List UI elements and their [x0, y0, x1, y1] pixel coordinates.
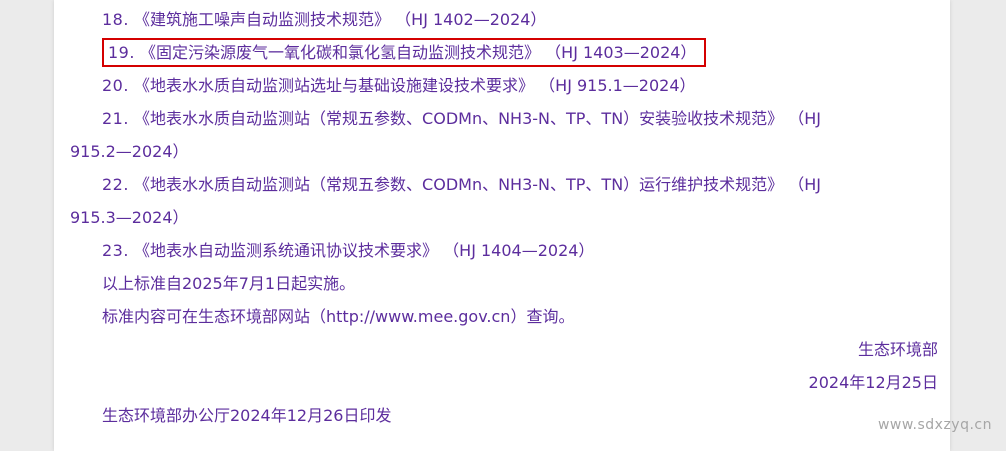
- item-title: 《地表水水质自动监测站（常规五参数、CODMn、NH3-N、TP、TN）运行维护…: [134, 175, 784, 194]
- item-code: （HJ 1404—2024）: [443, 241, 595, 260]
- item-number: 19.: [108, 43, 135, 62]
- item-number: 23.: [102, 241, 129, 260]
- list-item-18: 18. 《建筑施工噪声自动监测技术规范》 （HJ 1402—2024）: [70, 3, 938, 36]
- item-number: 20.: [102, 76, 129, 95]
- list-item-20: 20. 《地表水水质自动监测站选址与基础设施建设技术要求》 （HJ 915.1—…: [70, 69, 938, 102]
- item-code: （HJ 915.1—2024）: [539, 76, 696, 95]
- distribution-line: 生态环境部办公厅2024年12月26日印发: [70, 399, 938, 432]
- list-item-22: 22. 《地表水水质自动监测站（常规五参数、CODMn、NH3-N、TP、TN）…: [70, 168, 834, 234]
- site-watermark: www.sdxzyq.cn: [877, 417, 992, 433]
- item-title: 《地表水水质自动监测站选址与基础设施建设技术要求》: [134, 76, 535, 95]
- list-item-19: 19. 《固定污染源废气一氧化碳和氯化氢自动监测技术规范》 （HJ 1403—2…: [70, 36, 938, 69]
- item-title: 《地表水水质自动监测站（常规五参数、CODMn、NH3-N、TP、TN）安装验收…: [134, 109, 784, 128]
- item-number: 22.: [102, 175, 129, 194]
- item-number: 21.: [102, 109, 129, 128]
- item-code: （HJ 915.2—2024）: [70, 109, 822, 161]
- date-text: 2024年12月25日: [808, 373, 938, 392]
- distribution-text: 生态环境部办公厅2024年12月26日印发: [102, 406, 392, 425]
- item-title: 《建筑施工噪声自动监测技术规范》: [134, 10, 391, 29]
- item-code: （HJ 1402—2024）: [395, 10, 547, 29]
- item-title: 《固定污染源废气一氧化碳和氯化氢自动监测技术规范》: [140, 43, 541, 62]
- highlight-box: 19. 《固定污染源废气一氧化碳和氯化氢自动监测技术规范》 （HJ 1403—2…: [102, 38, 707, 67]
- document-page: 18. 《建筑施工噪声自动监测技术规范》 （HJ 1402—2024） 19. …: [54, 0, 950, 451]
- implementation-text: 以上标准自2025年7月1日起实施。: [102, 274, 356, 293]
- issuer-text: 生态环境部: [857, 340, 938, 359]
- implementation-note: 以上标准自2025年7月1日起实施。: [70, 267, 938, 300]
- list-item-21: 21. 《地表水水质自动监测站（常规五参数、CODMn、NH3-N、TP、TN）…: [70, 102, 834, 168]
- availability-text: 标准内容可在生态环境部网站（http://www.mee.gov.cn）查询。: [102, 307, 575, 326]
- item-number: 18.: [102, 10, 129, 29]
- signature-date: 2024年12月25日: [70, 366, 938, 399]
- list-item-23: 23. 《地表水自动监测系统通讯协议技术要求》 （HJ 1404—2024）: [70, 234, 938, 267]
- item-title: 《地表水自动监测系统通讯协议技术要求》: [134, 241, 439, 260]
- item-code: （HJ 1403—2024）: [545, 43, 697, 62]
- signature-issuer: 生态环境部: [70, 333, 938, 366]
- item-code: （HJ 915.3—2024）: [70, 175, 822, 227]
- availability-note: 标准内容可在生态环境部网站（http://www.mee.gov.cn）查询。: [70, 300, 938, 333]
